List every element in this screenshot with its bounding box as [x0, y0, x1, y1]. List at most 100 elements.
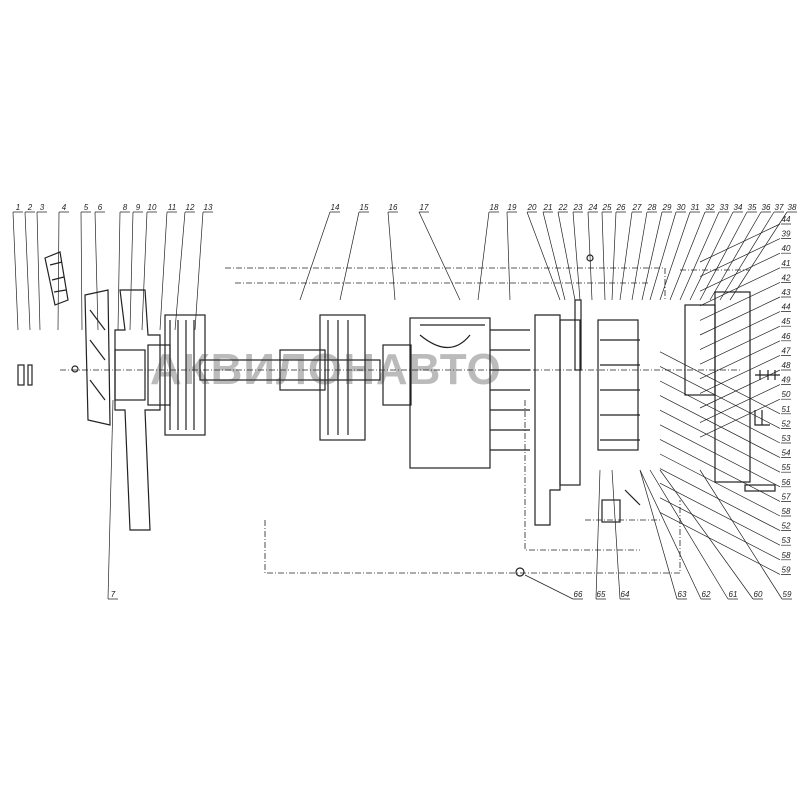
leader-line [699, 469, 792, 600]
rear-cover [534, 314, 581, 526]
callout-bottom-8: 59 [783, 590, 792, 599]
callout-top-35: 37 [775, 203, 784, 212]
callout-bottom-7: 60 [754, 590, 763, 599]
callout-top-6: 8 [123, 203, 128, 212]
leader-line [699, 282, 791, 321]
callout-right-18: 56 [782, 478, 791, 487]
callout-bottom-6: 61 [729, 590, 738, 599]
callout-right-23: 58 [782, 551, 791, 560]
leader-line [709, 211, 771, 301]
callout-top-17: 19 [508, 203, 517, 212]
leader-line [129, 211, 143, 331]
bearing-front [147, 344, 171, 406]
leader-line [719, 211, 784, 301]
leader-line [699, 311, 791, 350]
leader-line [418, 211, 461, 301]
leader-line [641, 211, 672, 301]
leader-line [639, 469, 711, 600]
rotor-pole-rear [319, 314, 366, 441]
rotor-shaft [199, 349, 381, 391]
callout-bottom-4: 63 [678, 590, 687, 599]
callout-top-23: 25 [602, 203, 612, 212]
leader-line [57, 211, 69, 331]
callout-right-16: 54 [782, 449, 791, 458]
callout-top-29: 31 [691, 203, 700, 212]
leader-line [699, 384, 791, 423]
leader-line [699, 325, 791, 365]
leader-line [117, 211, 130, 331]
leader-line [36, 211, 47, 331]
leader-line [699, 296, 791, 336]
stator [409, 317, 491, 469]
leader-line [611, 211, 626, 301]
leader-line [159, 211, 177, 331]
leader-lines [12, 211, 797, 600]
leader-line [699, 340, 791, 380]
leader-line [659, 351, 791, 415]
leader-line [174, 211, 195, 331]
leader-line [689, 211, 743, 301]
leader-line [699, 252, 791, 292]
leader-line [659, 366, 791, 429]
rear-casing [684, 291, 751, 483]
leader-line [669, 211, 715, 301]
callout-top-22: 24 [588, 203, 598, 212]
leader-line [659, 482, 791, 546]
leader-line [506, 211, 517, 301]
callout-right-6: 44 [782, 303, 791, 312]
leader-line [659, 439, 791, 502]
regulator-parts [597, 319, 641, 523]
callout-right-11: 49 [782, 376, 791, 385]
leader-line [542, 211, 566, 301]
callout-top-3: 4 [62, 203, 67, 212]
callout-top-20: 22 [558, 203, 568, 212]
callout-right-1: 39 [782, 230, 791, 239]
leader-line [659, 211, 700, 301]
leader-line [699, 238, 791, 277]
long-bolt [574, 299, 582, 371]
leader-line [659, 424, 791, 488]
callout-top-13: 15 [360, 203, 369, 212]
leader-line [524, 574, 583, 600]
leader-line [699, 355, 791, 394]
callout-top-9: 11 [168, 203, 176, 212]
nut [17, 364, 33, 386]
callout-top-15: 17 [420, 203, 429, 212]
callout-right-24: 59 [782, 565, 791, 574]
callout-top-4: 5 [84, 203, 89, 212]
callout-right-13: 51 [782, 405, 791, 414]
callout-right-12: 50 [782, 390, 791, 399]
screw [515, 567, 525, 577]
front-cover [114, 289, 161, 531]
callout-top-16: 18 [490, 203, 499, 212]
fan [84, 289, 111, 426]
leader-line [659, 469, 763, 600]
leader-line [619, 211, 642, 301]
callout-right-19: 57 [782, 492, 791, 501]
leader-line [631, 211, 657, 301]
callout-right-5: 43 [782, 288, 791, 297]
leader-line [94, 211, 105, 331]
callout-top-14: 16 [389, 203, 398, 212]
callout-top-7: 9 [136, 203, 141, 212]
callout-top-25: 27 [632, 203, 642, 212]
callout-bottom-2: 65 [597, 590, 606, 599]
leader-line [12, 211, 23, 331]
key [71, 365, 79, 373]
callout-bottom-5: 62 [702, 590, 711, 599]
callout-top-24: 26 [616, 203, 626, 212]
leader-line [339, 211, 369, 301]
leader-line [611, 469, 630, 600]
bearing-rear [382, 344, 412, 406]
leader-line [299, 211, 340, 301]
callout-right-2: 40 [782, 244, 791, 253]
callout-top-11: 13 [204, 203, 213, 212]
leader-line [679, 211, 729, 301]
callout-top-2: 3 [40, 203, 45, 212]
callout-right-3: 41 [782, 259, 791, 268]
leader-line [601, 211, 612, 301]
leader-line [526, 211, 561, 301]
callout-right-17: 55 [782, 463, 791, 472]
